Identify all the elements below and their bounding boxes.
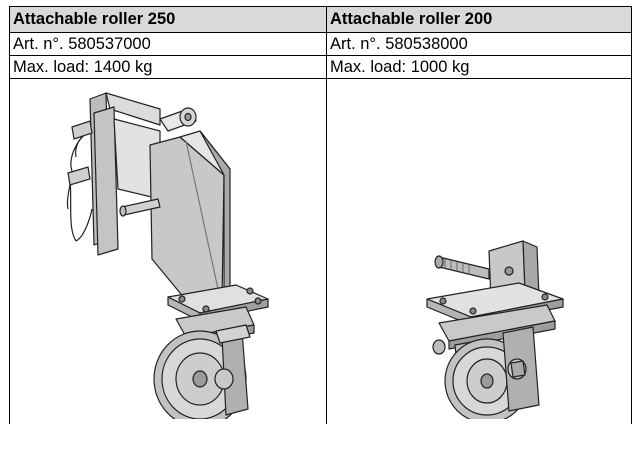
max-load-row: Max. load: 1400 kg Max. load: 1000 kg — [9, 55, 632, 79]
roller-250-title: Attachable roller 250 — [9, 6, 327, 33]
roller-200-max-load: Max. load: 1000 kg — [326, 55, 632, 79]
roller-spec-table: Attachable roller 250 Attachable roller … — [9, 6, 632, 424]
roller-250-max-load: Max. load: 1400 kg — [9, 55, 327, 79]
roller-250-art-no: Art. n°. 580537000 — [9, 32, 327, 56]
roller-200-art-no: Art. n°. 580538000 — [326, 32, 632, 56]
roller-250-illustration — [66, 92, 269, 419]
header-row: Attachable roller 250 Attachable roller … — [9, 6, 632, 33]
roller-250-image-cell — [9, 78, 327, 424]
roller-200-title: Attachable roller 200 — [326, 6, 632, 33]
art-no-row: Art. n°. 580537000 Art. n°. 580538000 — [9, 32, 632, 56]
roller-200-image-cell — [326, 78, 632, 424]
roller-200-illustration — [426, 240, 564, 419]
product-sheet: Attachable roller 250 Attachable roller … — [9, 6, 640, 468]
image-row — [9, 78, 632, 424]
